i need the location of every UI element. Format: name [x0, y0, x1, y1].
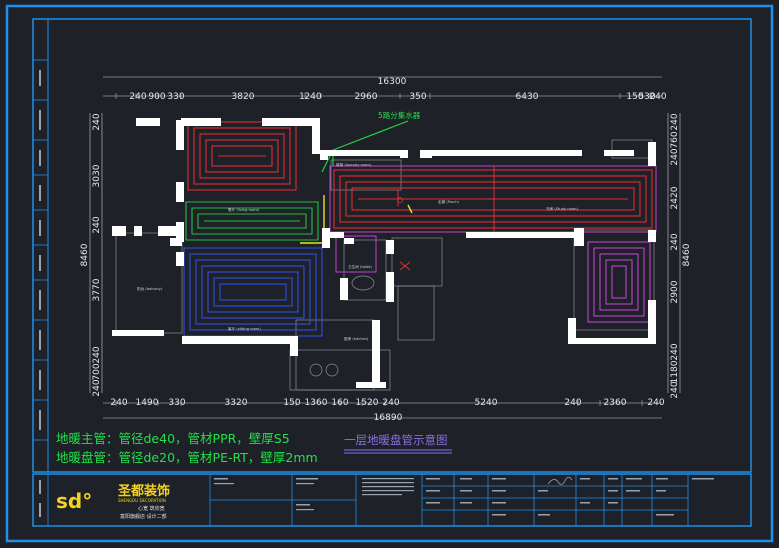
dim-bottom-2: 330 — [168, 398, 185, 408]
dim-right-3: 2420 — [670, 186, 680, 209]
dim-bottom-12: 240 — [647, 398, 664, 408]
slogan: 心宽 筑欣宽 — [138, 505, 165, 512]
dim-right-0: 240 — [670, 113, 680, 130]
branch: 富阳旗舰店 设计二部 — [120, 513, 167, 520]
titleblock-frame — [32, 473, 752, 527]
dim-top-4: 1 — [299, 92, 305, 102]
dim-left-0: 240 — [92, 113, 102, 130]
dim-left-3: 3770 — [92, 278, 102, 301]
dim-bottom-8: 240 — [382, 398, 399, 408]
dim-top-1: 900 — [148, 92, 165, 102]
company-en: SHENGDU DECORATION — [118, 498, 166, 503]
dim-bottom-9: 5240 — [475, 398, 498, 408]
room-label-7: 厨房 (kitchen) — [344, 336, 369, 341]
note-coil-pipe: 地暖盘管：管径de20，管材PE-RT，壁厚2mm — [56, 450, 318, 465]
dim-bottom-6: 160 — [331, 398, 348, 408]
dim-top-11: 240 — [649, 92, 666, 102]
dim-top-8: 6430 — [516, 92, 539, 102]
left-strip-frame — [32, 18, 49, 473]
dim-bottom-4: 150 — [283, 398, 300, 408]
dim-bottom-0: 240 — [110, 398, 127, 408]
dim-right-2: 240 — [670, 148, 680, 165]
dim-left-6: 240 — [92, 379, 102, 396]
signature-mark — [547, 476, 573, 485]
dim-top-0: 240 — [129, 92, 146, 102]
dim-left-1: 3030 — [92, 164, 102, 187]
dim-top-7: 350 — [409, 92, 426, 102]
drawing-title: 一层地暖盘管示意图 — [344, 433, 448, 447]
dim-right-total: 8460 — [682, 243, 692, 266]
room-label-5: 客厅 (sitting room) — [228, 326, 261, 331]
dim-right-4: 240 — [670, 233, 680, 250]
dim-bottom-7: 1520 — [356, 398, 379, 408]
dim-bottom-3: 3320 — [225, 398, 248, 408]
dim-right-7: 1180 — [670, 360, 680, 383]
outer-frame — [5, 4, 774, 543]
dim-right-8: 240 — [670, 381, 680, 398]
room-label-2: 走廊 (Porch) — [438, 199, 460, 204]
note-main-pipe: 地暖主管：管径de40，管材PPR，壁厚S5 — [56, 431, 290, 446]
dim-left-2: 240 — [92, 216, 102, 233]
dim-left-5: 700 — [92, 363, 102, 380]
dim-bottom-1: 1490 — [136, 398, 159, 408]
room-label-4: 阳台 (balcony) — [137, 286, 163, 291]
room-label-1: 楼梯 (laundry room) — [336, 162, 372, 167]
dim-right-1: 760 — [670, 131, 680, 148]
dim-top-3: 3820 — [232, 92, 255, 102]
dim-top-5: 240 — [304, 92, 321, 102]
company-name: 圣都装饰 — [118, 483, 170, 499]
manifold-label: 5路分集水器 — [378, 110, 421, 120]
dim-top-6: 2960 — [355, 92, 378, 102]
room-label-6: 卫生间 (toilet) — [348, 264, 373, 269]
dim-bottom-10: 240 — [564, 398, 581, 408]
dim-top-total: 16300 — [378, 77, 407, 87]
dim-bottom-11: 2360 — [604, 398, 627, 408]
dim-bottom-5: 1360 — [305, 398, 328, 408]
dim-right-5: 2900 — [670, 280, 680, 303]
dim-left-4: 240 — [92, 346, 102, 363]
dim-top-9: 150 — [626, 92, 643, 102]
dim-right-6: 240 — [670, 343, 680, 360]
room-label-3: 书房 (Study room) — [546, 206, 579, 211]
dim-left-total: 8460 — [80, 243, 90, 266]
dim-top-2: 330 — [167, 92, 184, 102]
dim-bottom-total: 16890 — [374, 413, 403, 423]
room-label-0: 餐厅 (living room) — [228, 207, 260, 212]
dim-top-10: 530 — [638, 92, 655, 102]
logo-mark: sd° — [56, 489, 92, 513]
